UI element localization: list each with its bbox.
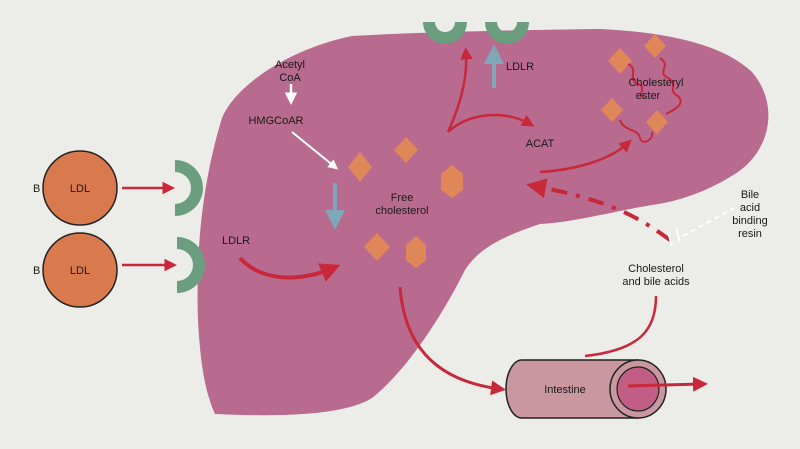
ldl-particle-bottom [42,232,118,308]
cholesteryl-ester-molecule [644,34,666,58]
receptor-top-left [423,22,467,44]
receptor-left-bottom [177,237,205,293]
acetyl-coa-label-1: Acetyl [275,59,305,71]
fatty-acid-chain [619,119,654,143]
resin-label-2: acid [740,202,760,214]
intestine-to-liver-flow [584,295,658,358]
acat-to-ester-arrow [539,139,632,174]
cholesterol-to-intestine-arrow [398,286,506,396]
apob-label-top: B [33,183,40,195]
cholesteryl-ester-molecule [601,98,623,122]
receptor-top-right [485,22,529,44]
excretion-arrow [627,376,708,392]
liver-shape [197,29,769,416]
cholesterol-molecule [364,233,390,261]
free-cholesterol-label-1: Free [391,192,414,204]
bile-acid-return-dashed-arrow [526,178,672,242]
cholesterol-molecule [348,152,372,182]
cholesteryl-ester-label-2: ester [636,90,661,102]
resin-block-mark [667,231,673,247]
cholesterol-to-acat-arrow [447,113,535,133]
resin-label-3: binding [732,215,767,227]
intestine-label: Intestine [544,384,586,396]
fatty-acid-chain [659,57,682,115]
resin-label-4: resin [738,228,762,240]
receptor-left-top [175,160,203,216]
cholesterol-bile-acids-label-2: and bile acids [622,276,690,288]
cholesterol-bile-acids-label-1: Cholesterol [628,263,684,275]
cholesterol-molecule [406,236,426,268]
ldl-particle-top [42,150,118,226]
intestine-lumen [616,366,660,412]
cholesteryl-ester-label-1: Cholesteryl [628,77,683,89]
apob-label-bottom: B [33,265,40,277]
resin-block-mark [675,227,681,243]
cholesterol-molecule [441,165,463,198]
cholesterol-molecule [394,137,418,163]
cholesteryl-ester-molecule [646,110,668,134]
cholesteryl-ester-molecule [608,48,632,74]
acat-label: ACAT [526,138,555,150]
fatty-acid-chain [627,63,645,99]
ldl-label-top: LDL [70,183,90,195]
ldlr-recycle-arrow [238,256,341,282]
ldlr-label-left: LDLR [222,235,250,247]
cholesterol-to-ldlr-arrow [446,47,473,133]
acetyl-coa-label-2: CoA [279,72,301,84]
resin-block-line [682,205,739,237]
resin-label-1: Bile [741,189,759,201]
hmgcoar-to-cholesterol-arrow [291,131,339,170]
hmgcoar-label: HMGCoAR [248,115,303,127]
ldl-label-bottom: LDL [70,265,90,277]
ldlr-label-top: LDLR [506,61,534,73]
free-cholesterol-label-2: cholesterol [375,205,428,217]
